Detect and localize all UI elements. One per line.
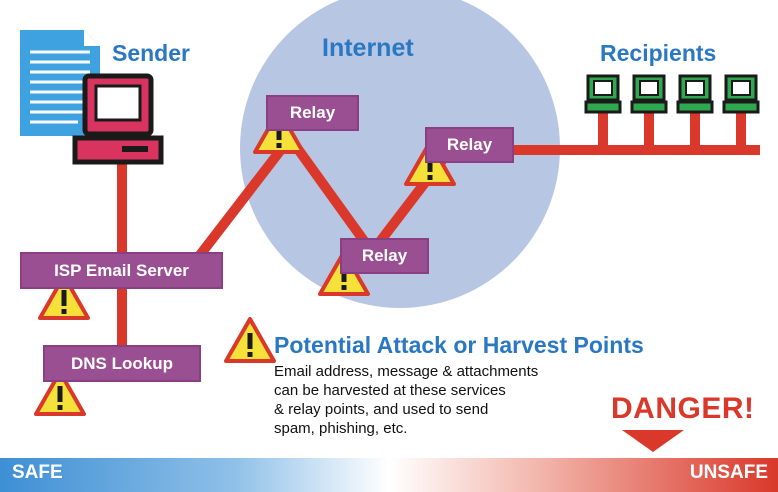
document-icon (20, 30, 100, 136)
legend-line: & relay points, and used to send (274, 401, 489, 418)
recipient-computers (584, 74, 760, 114)
warning-icon (224, 317, 276, 363)
isp-email-server-node: ISP Email Server (20, 252, 223, 289)
legend-line: spam, phishing, etc. (274, 420, 408, 437)
legend-line: can be harvested at these services (274, 382, 506, 399)
recipient-computer-icon (722, 74, 760, 114)
sender-label: Sender (112, 40, 190, 66)
danger-label: DANGER! (611, 392, 755, 425)
legend-description: Email address, message & attachments can… (274, 362, 614, 438)
internet-cloud (240, 0, 560, 308)
relay-node-3: Relay (340, 238, 429, 274)
recipient-computer-icon (584, 74, 622, 114)
safety-scale-bar (0, 458, 778, 492)
legend-title: Potential Attack or Harvest Points (274, 332, 644, 358)
relay-node-1: Relay (266, 95, 359, 131)
scale-unsafe-label: UNSAFE (689, 462, 768, 483)
recipients-label: Recipients (600, 40, 717, 66)
sender-computer-icon (72, 73, 164, 165)
recipient-computer-icon (630, 74, 668, 114)
dns-lookup-node: DNS Lookup (43, 345, 201, 382)
relay-node-2: Relay (425, 127, 514, 163)
internet-label: Internet (322, 34, 414, 62)
legend-line: Email address, message & attachments (274, 363, 539, 380)
danger-arrow-icon (622, 430, 684, 452)
recipient-computer-icon (676, 74, 714, 114)
scale-safe-label: SAFE (12, 462, 63, 483)
